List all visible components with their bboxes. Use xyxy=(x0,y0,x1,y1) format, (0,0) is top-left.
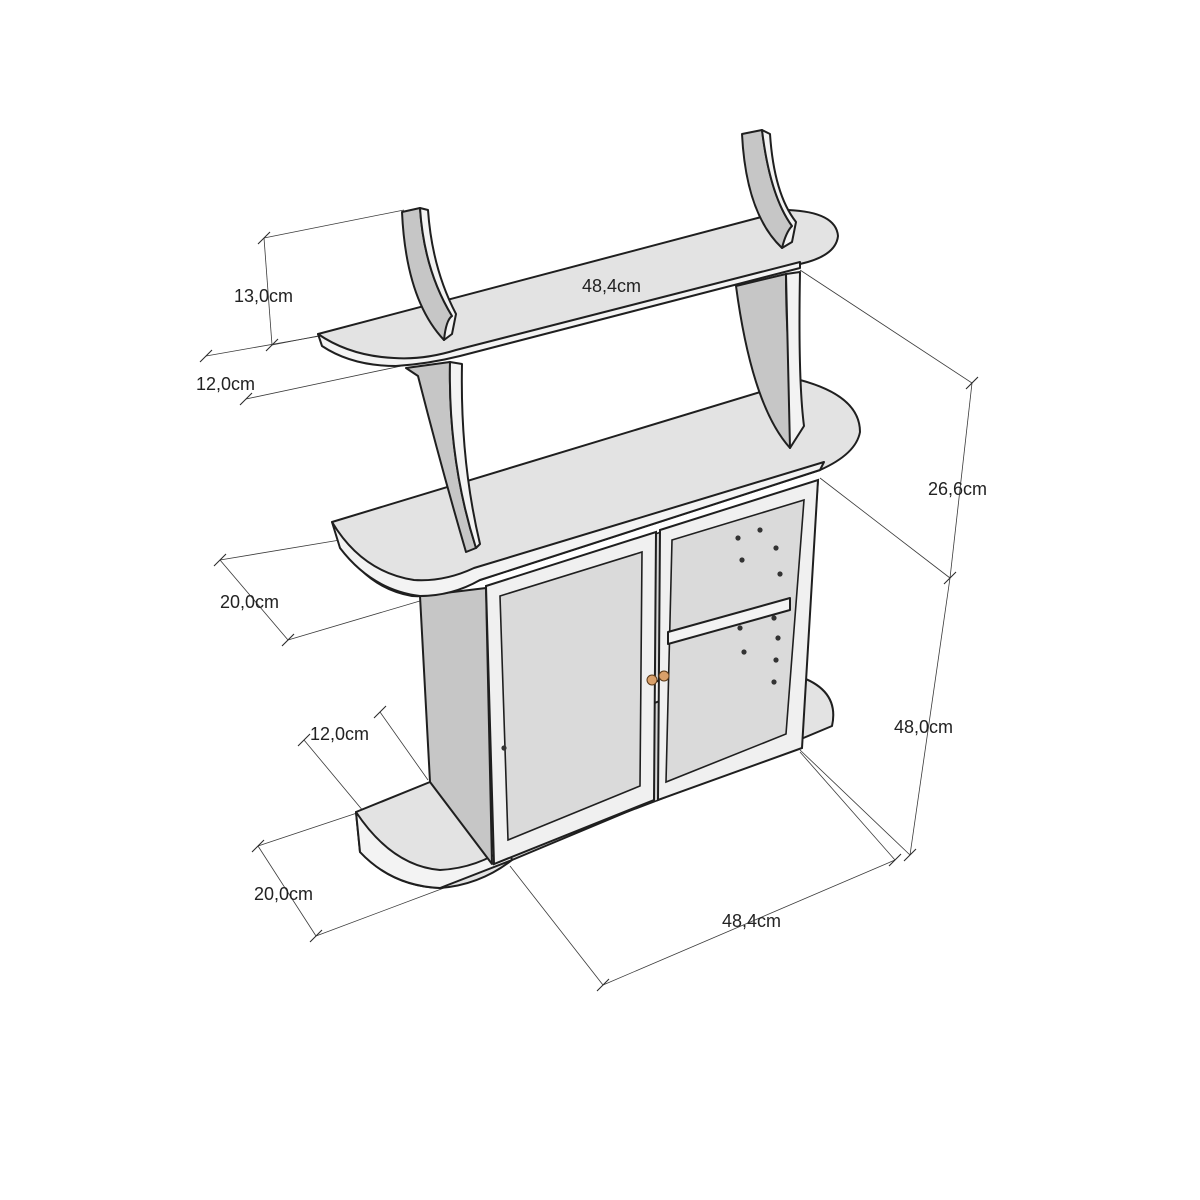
left-top-post-face xyxy=(419,207,457,341)
shelf-pin-holes xyxy=(501,527,783,751)
right-door-shelf xyxy=(667,597,791,645)
dimension-lines xyxy=(199,209,979,992)
left-door-knob xyxy=(646,674,658,686)
base-shelf-edge xyxy=(355,811,513,889)
label-base-width: 48,4cm xyxy=(722,911,781,931)
middle-shelf-edge xyxy=(331,461,825,597)
label-cabinet-depth: 12,0cm xyxy=(310,724,369,744)
label-top-shelf-depth: 12,0cm xyxy=(196,374,255,394)
label-top-shelf-width: 48,4cm xyxy=(582,276,641,296)
left-upper-post-face xyxy=(448,361,481,549)
cabinet-illustration xyxy=(317,129,861,889)
dimension-labels: 13,0cm 12,0cm 48,4cm 20,0cm 26,6cm 48,0c… xyxy=(196,276,987,931)
cabinet-side-panel xyxy=(419,587,493,865)
left-door-glass xyxy=(499,550,643,842)
label-mid-shelf-depth: 20,0cm xyxy=(220,592,279,612)
right-door-knob xyxy=(658,670,670,682)
label-base-depth: 20,0cm xyxy=(254,884,313,904)
label-upper-height: 26,6cm xyxy=(928,479,987,499)
label-top-shelf-height: 13,0cm xyxy=(234,286,293,306)
right-upper-post-face xyxy=(785,271,805,449)
right-door-glass xyxy=(665,498,805,784)
label-total-height: 48,0cm xyxy=(894,717,953,737)
top-shelf-edge xyxy=(317,261,801,367)
right-top-post-face xyxy=(761,129,797,249)
